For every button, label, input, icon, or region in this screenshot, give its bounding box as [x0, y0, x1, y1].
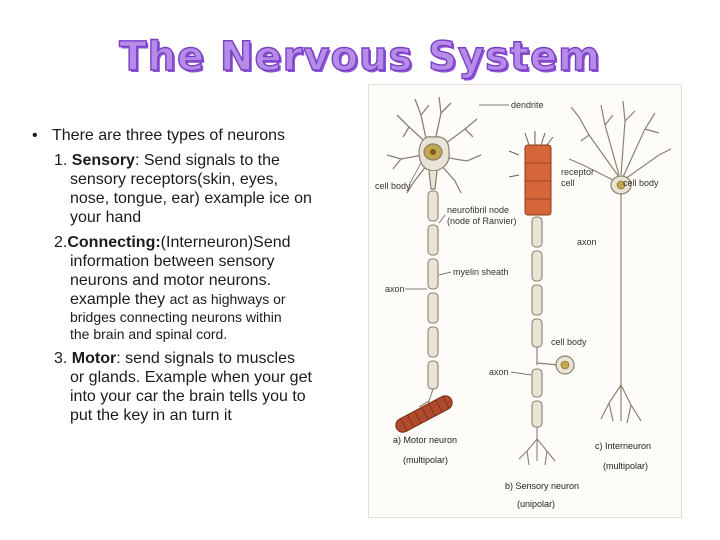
neuron-diagram-svg: dendrite cell body receptor cell cell bo… — [375, 96, 672, 509]
item-text-line: your hand — [70, 209, 142, 226]
caption-inter-sub: (multipolar) — [603, 461, 648, 471]
item-name: Motor — [71, 350, 117, 367]
motor-neuron — [386, 96, 482, 194]
item-text-line: nose, tongue, ear) example ice on — [70, 190, 312, 207]
label-dendrite: dendrite — [511, 100, 544, 110]
item-text-line: neurons and motor neurons. — [70, 272, 272, 289]
item-name: Connecting — [67, 234, 156, 251]
item-small-line: act as highways or — [169, 291, 286, 307]
diagram-captions: a) Motor neuron (multipolar) b) Sensory … — [393, 435, 651, 509]
list-item-connecting: 2.Connecting:(Interneuron)Send informati… — [28, 233, 358, 343]
motor-dendrites — [386, 96, 482, 194]
diagram-labels: dendrite cell body receptor cell cell bo… — [375, 100, 659, 377]
caption-inter: c) Interneuron — [595, 441, 651, 451]
bullet-intro: • There are three types of neurons — [28, 126, 358, 145]
label-node-of-ranvier: (node of Ranvier) — [447, 216, 517, 226]
bullet-dot: • — [32, 127, 38, 144]
item-number: 2. — [54, 234, 68, 251]
neuron-diagram: dendrite cell body receptor cell cell bo… — [368, 84, 682, 518]
caption-motor: a) Motor neuron — [393, 435, 457, 445]
label-neurofibril-node: neurofibril node — [447, 205, 509, 215]
item-text-line: into your car the brain tells you to — [70, 388, 306, 405]
list-item-sensory: 1. Sensory: Send signals to the sensory … — [28, 151, 358, 227]
caption-motor-sub: (multipolar) — [403, 455, 448, 465]
item-text-line: or glands. Example when your get — [70, 369, 312, 386]
item-text-line: (Interneuron)Send — [160, 234, 291, 251]
receptor-cell — [524, 144, 552, 216]
label-receptor-cell: cell — [561, 178, 575, 188]
label-axon-right: axon — [577, 237, 597, 247]
label-receptor: receptor — [561, 167, 594, 177]
caption-sensory: b) Sensory neuron — [505, 481, 579, 491]
item-text-line: sensory receptors(skin, eyes, — [70, 171, 279, 188]
sensory-neuron — [508, 131, 575, 466]
item-small-line: bridges connecting neurons within — [70, 309, 282, 325]
bullet-intro-text: There are three types of neurons — [52, 127, 286, 144]
label-cell-body-mid: cell body — [551, 337, 587, 347]
neuron-types-list: • There are three types of neurons 1. Se… — [28, 126, 358, 425]
item-text-line: send signals to muscles — [125, 350, 295, 367]
item-number: 3. — [54, 350, 68, 367]
item-text-line: information between sensory — [70, 253, 275, 270]
item-text-line: Send signals to the — [143, 152, 280, 169]
muscle-fiber — [395, 395, 453, 433]
label-axon-left: axon — [385, 284, 405, 294]
item-text-line: example they — [70, 291, 166, 308]
label-myelin-sheath: myelin sheath — [453, 267, 509, 277]
item-number: 1. — [54, 152, 68, 169]
label-axon-mid: axon — [489, 367, 509, 377]
list-item-motor: 3. Motor: send signals to muscles or gla… — [28, 349, 358, 425]
label-cell-body-right: cell body — [623, 178, 659, 188]
item-text-line: put the key in an turn it — [70, 407, 232, 424]
item-name: Sensory — [71, 152, 135, 169]
label-cell-body-left: cell body — [375, 181, 411, 191]
item-small-line: the brain and spinal cord. — [70, 326, 228, 342]
page-title: The Nervous System — [119, 33, 601, 80]
caption-sensory-sub: (unipolar) — [517, 499, 555, 509]
motor-axon — [418, 190, 439, 412]
interneuron — [568, 100, 672, 424]
